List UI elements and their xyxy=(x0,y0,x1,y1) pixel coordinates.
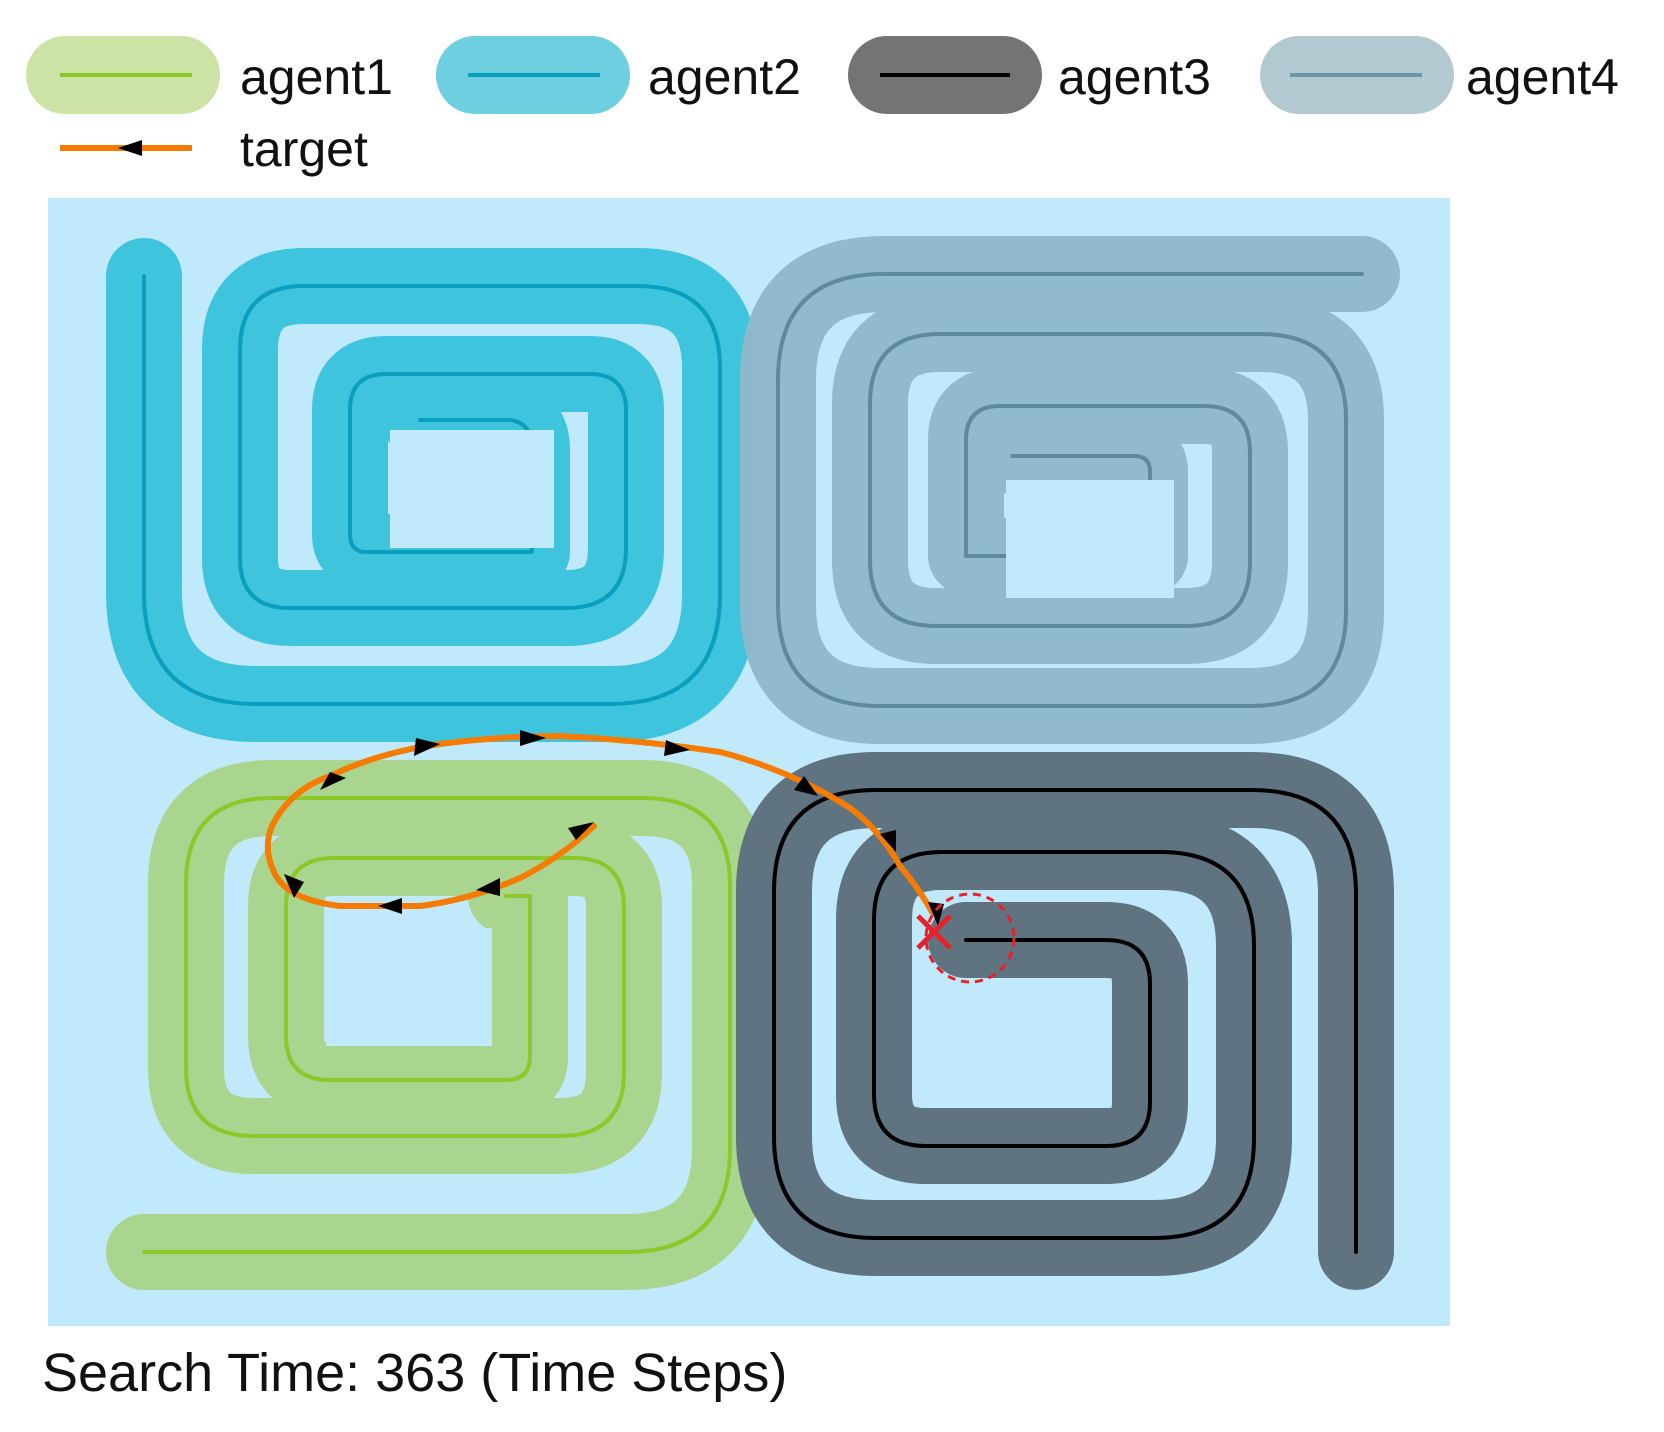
legend: agent1 agent2 agent3 agent4 target xyxy=(26,36,1619,177)
search-time-caption: Search Time: 363 (Time Steps) xyxy=(42,1342,787,1404)
arrowhead-icon xyxy=(568,822,594,840)
agent3-path xyxy=(772,788,1358,1254)
arrowhead-icon xyxy=(118,140,142,156)
arrowhead-icon xyxy=(414,738,440,756)
arrowhead-icon xyxy=(664,740,690,756)
arrowhead-icon xyxy=(794,776,818,796)
agent2-path xyxy=(142,274,722,706)
agent1-path xyxy=(142,796,732,1254)
search-time-value: 363 xyxy=(375,1343,466,1403)
agent3-coverage xyxy=(736,752,1394,1290)
arrowhead-icon xyxy=(378,898,402,914)
agent2-label: agent2 xyxy=(648,49,801,105)
agent4-coverage xyxy=(740,236,1400,744)
arrowhead-icon xyxy=(476,878,500,896)
uncovered-region xyxy=(326,928,492,1046)
legend-item-agent1: agent1 xyxy=(26,36,393,114)
legend-item-agent4: agent4 xyxy=(1260,36,1619,114)
legend-item-agent3: agent3 xyxy=(848,36,1211,114)
agent4-label: agent4 xyxy=(1466,49,1619,105)
target-label: target xyxy=(240,121,368,177)
agent4-path xyxy=(776,272,1364,708)
uncovered-region xyxy=(946,980,1110,1098)
uncovered-region xyxy=(1006,480,1174,598)
arrowhead-icon xyxy=(928,902,944,926)
arrowhead-icon xyxy=(320,772,346,790)
legend-item-target: target xyxy=(60,121,368,177)
arrowhead-icon xyxy=(520,730,546,746)
arrowhead-icon xyxy=(284,874,304,898)
agent3-label: agent3 xyxy=(1058,49,1211,105)
dashed-circle-icon xyxy=(924,892,1016,984)
capture-point xyxy=(916,892,1016,984)
uncovered-regions xyxy=(326,430,1174,1098)
target-trajectory xyxy=(264,730,944,926)
x-mark-icon xyxy=(916,914,952,950)
agent1-label: agent1 xyxy=(240,49,393,105)
search-time-label: Search Time: xyxy=(42,1343,361,1403)
arrowhead-icon xyxy=(880,830,896,852)
target-path xyxy=(264,733,935,915)
agent1-coverage xyxy=(106,760,768,1290)
agent2-coverage xyxy=(106,238,758,742)
search-time-unit: (Time Steps) xyxy=(480,1343,788,1403)
uncovered-region xyxy=(390,430,554,548)
legend-item-agent2: agent2 xyxy=(436,36,801,114)
